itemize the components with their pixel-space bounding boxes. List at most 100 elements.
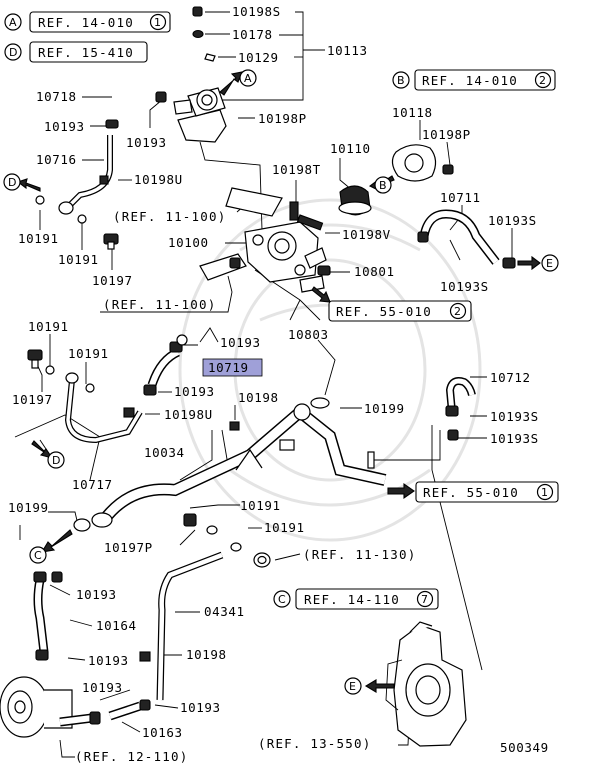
part-label[interactable]: 10164 xyxy=(96,618,137,633)
arrow-marker-e-right: E xyxy=(517,254,559,272)
thermostat-10110 xyxy=(338,185,372,216)
legend-letter: C xyxy=(278,593,286,606)
ref-label: (REF. 11-100) xyxy=(113,209,226,224)
legend-suffix: 1 xyxy=(154,16,161,29)
part-label[interactable]: 10198P xyxy=(422,127,471,142)
ref-label: (REF. 11-100) xyxy=(103,297,216,312)
part-label[interactable]: 10197P xyxy=(104,540,153,555)
ref-label: (REF. 12-110) xyxy=(75,749,188,764)
arrow-letter: D xyxy=(8,176,16,189)
hose-10718 xyxy=(105,85,167,129)
legend-letter: A xyxy=(9,16,17,29)
part-label[interactable]: 10193 xyxy=(82,680,123,695)
part-label[interactable]: 10803 xyxy=(288,327,329,342)
part-label[interactable]: 10198P xyxy=(258,111,307,126)
part-label[interactable]: 10163 xyxy=(142,725,183,740)
part-label[interactable]: 10719 xyxy=(208,360,249,375)
arrow-letter: E xyxy=(349,680,356,693)
part-label[interactable]: 10717 xyxy=(72,477,113,492)
part-label[interactable]: 10191 xyxy=(18,231,59,246)
arrow-letter: B xyxy=(379,179,387,192)
thermostat-case-part xyxy=(173,87,263,231)
bolt-10198s xyxy=(192,6,203,17)
hose-10711 xyxy=(417,209,516,269)
part-label[interactable]: 10716 xyxy=(36,152,77,167)
part-label[interactable]: 10197 xyxy=(92,273,133,288)
part-label[interactable]: 10801 xyxy=(354,264,395,279)
gasket-strips xyxy=(199,187,283,281)
part-label[interactable]: 10198T xyxy=(272,162,321,177)
part-label[interactable]: 10178 xyxy=(232,27,273,42)
flow-arrow xyxy=(311,286,331,303)
arrow-letter: C xyxy=(34,549,42,562)
part-label[interactable]: 10193S xyxy=(490,431,539,446)
legend-letter: D xyxy=(9,46,17,59)
flow-ref-suffix: 2 xyxy=(454,305,461,318)
arrow-marker-a: A xyxy=(219,69,257,96)
part-label[interactable]: 10198V xyxy=(342,227,391,242)
part-label[interactable]: 10718 xyxy=(36,89,77,104)
part-label[interactable]: 10193S xyxy=(440,279,489,294)
part-label[interactable]: 10198S xyxy=(232,4,281,19)
part-label[interactable]: 10199 xyxy=(364,401,405,416)
part-label[interactable]: 10711 xyxy=(440,190,481,205)
part-label[interactable]: 10193 xyxy=(126,135,167,150)
part-label[interactable]: 10193 xyxy=(76,587,117,602)
part-label[interactable]: 10110 xyxy=(330,141,371,156)
part-label[interactable]: 10129 xyxy=(238,50,279,65)
part-label[interactable]: 10198 xyxy=(186,647,227,662)
legend-d: D REF. 15-410 xyxy=(4,41,148,63)
legend-suffix: 7 xyxy=(421,593,428,606)
part-label[interactable]: 10191 xyxy=(68,346,109,361)
legend-ref: REF. 14-010 xyxy=(422,73,518,88)
legend-ref: REF. 14-110 xyxy=(304,592,400,607)
arrow-marker-b: B xyxy=(368,175,395,194)
legend-b: B REF. 14-010 2 xyxy=(392,69,556,91)
part-label[interactable]: 04341 xyxy=(204,604,245,619)
part-label[interactable]: 10193 xyxy=(174,384,215,399)
arrow-marker-e-bottom: E xyxy=(344,677,395,695)
part-label[interactable]: 10197 xyxy=(12,392,53,407)
arrow-marker-d-upper: D xyxy=(3,173,41,192)
part-label[interactable]: 10193S xyxy=(490,409,539,424)
fitting-10100 xyxy=(244,201,331,293)
diagram-code: 500349 xyxy=(500,740,549,755)
part-label[interactable]: 10193 xyxy=(88,653,129,668)
hose-10164 xyxy=(33,571,63,661)
part-label[interactable]: 10712 xyxy=(490,370,531,385)
legend-a: A REF. 14-010 1 xyxy=(4,11,171,33)
legend-ref: REF. 15-410 xyxy=(38,45,134,60)
pipe-10717 xyxy=(27,349,143,444)
arrow-letter: D xyxy=(52,454,60,467)
part-label[interactable]: 10193 xyxy=(180,700,221,715)
arrow-letter: A xyxy=(244,72,252,85)
part-label[interactable]: 10100 xyxy=(168,235,209,250)
part-label[interactable]: 10193 xyxy=(44,119,85,134)
flow-ref-box-lower: REF. 55-010 1 xyxy=(415,481,559,503)
pipe-10716 xyxy=(35,135,119,250)
part-label[interactable]: 10118 xyxy=(392,105,433,120)
part-label[interactable]: 10191 xyxy=(240,498,281,513)
part-label[interactable]: 10193S xyxy=(488,213,537,228)
part-label[interactable]: 10198U xyxy=(134,172,183,187)
part-label[interactable]: 10191 xyxy=(28,319,69,334)
hose-10712 xyxy=(445,377,476,441)
part-label[interactable]: 10034 xyxy=(144,445,185,460)
arrow-marker-c: C xyxy=(29,529,73,564)
part-label[interactable]: 10191 xyxy=(58,252,99,267)
hose-10719 xyxy=(143,334,188,396)
flow-arrows: A B C D D E E xyxy=(3,69,559,695)
part-label[interactable]: 10193 xyxy=(220,335,261,350)
part-label[interactable]: 10113 xyxy=(327,43,368,58)
part-label[interactable]: 10199 xyxy=(8,500,49,515)
ref-label: (REF. 11-130) xyxy=(303,547,416,562)
legend-suffix: 2 xyxy=(539,74,546,87)
part-label[interactable]: 10191 xyxy=(264,520,305,535)
part-label[interactable]: 10198 xyxy=(238,390,279,405)
plain-refs: (REF. 11-100) (REF. 11-100) (REF. 11-130… xyxy=(75,209,416,764)
oring-10199 xyxy=(73,397,330,532)
flow-ref: REF. 55-010 xyxy=(423,485,519,500)
legend-letter: B xyxy=(397,74,405,87)
part-label[interactable]: 10198U xyxy=(164,407,213,422)
